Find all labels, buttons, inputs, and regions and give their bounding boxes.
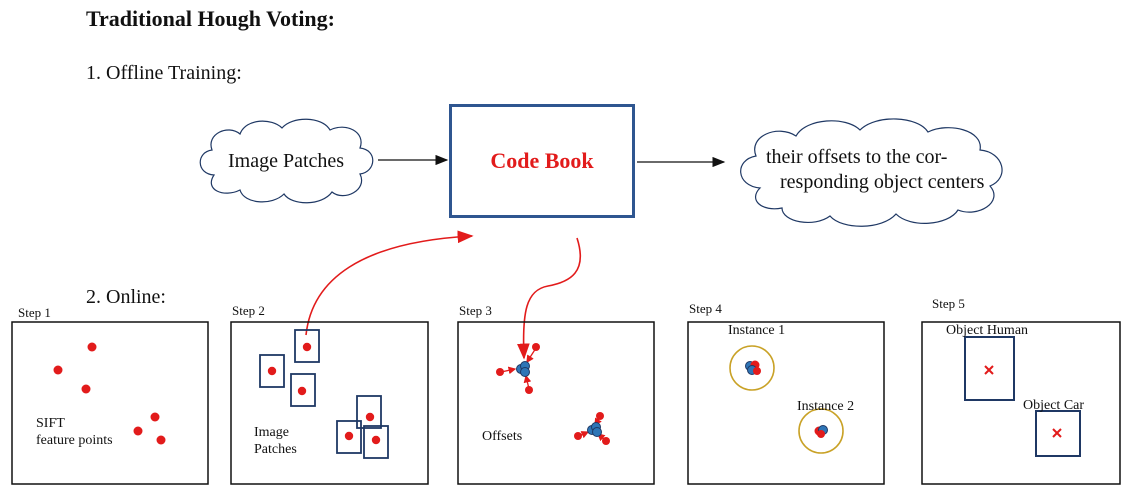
patch-box — [363, 425, 389, 459]
feature-point — [267, 366, 277, 376]
offset-cluster-2 — [574, 412, 610, 445]
feature-point — [365, 412, 375, 422]
cloud-right-line1: their offsets to the cor- — [766, 146, 948, 168]
feature-point — [133, 426, 143, 436]
feature-point — [150, 412, 160, 422]
object-human-label: Object Human — [946, 323, 1029, 338]
step2-text-line1: Image — [254, 425, 289, 440]
step1-frame — [11, 321, 209, 485]
step5-objects — [964, 336, 1081, 457]
offset-cluster-1 — [496, 343, 540, 394]
step3-text: Offsets — [482, 429, 523, 444]
step4-instances — [729, 345, 844, 454]
step4-frame — [687, 321, 885, 485]
step1-text-line2: feature points — [36, 433, 113, 448]
step5-frame — [921, 321, 1121, 485]
feature-point — [371, 435, 381, 445]
step3-label: Step 3 — [459, 303, 492, 318]
patch-box — [290, 373, 316, 407]
instance-1-circle — [729, 345, 775, 391]
step2-patches — [259, 329, 389, 459]
instance-2-circle — [798, 408, 844, 454]
arrow-codebook-to-step3 — [516, 237, 582, 360]
feature-point — [302, 342, 312, 352]
codebook-label: Code Book — [490, 148, 594, 173]
codebook-box: Code Book — [449, 104, 635, 218]
cloud-left — [199, 118, 374, 204]
step3-frame — [457, 321, 655, 485]
arrow-step2-to-codebook — [305, 230, 474, 336]
instance-2-label: Instance 2 — [797, 399, 855, 414]
step1-text-line1: SIFT — [36, 416, 65, 431]
object-car-label: Object Car — [1023, 398, 1085, 413]
step2-label: Step 2 — [232, 303, 265, 318]
step3-offsets — [496, 343, 610, 445]
step2-frame — [230, 321, 429, 485]
patch-box — [356, 395, 382, 429]
feature-point — [156, 435, 166, 445]
human-center-x-icon — [984, 365, 994, 375]
step1-feature-points — [53, 342, 166, 445]
section-online-heading: 2. Online: — [86, 286, 166, 308]
patch-box — [294, 329, 320, 363]
cloud-right — [740, 118, 1003, 227]
feature-point — [87, 342, 97, 352]
step5-label: Step 5 — [932, 296, 965, 311]
section-offline-heading: 1. Offline Training: — [86, 62, 242, 84]
feature-point — [297, 386, 307, 396]
feature-point — [344, 431, 354, 441]
diagram-title: Traditional Hough Voting: — [86, 6, 335, 31]
cloud-right-line2: responding object centers — [780, 171, 985, 193]
step2-text-line2: Patches — [254, 442, 297, 457]
feature-point — [53, 365, 63, 375]
car-center-x-icon — [1052, 428, 1062, 438]
object-car-box — [1035, 410, 1081, 457]
cloud-left-label: Image Patches — [228, 150, 345, 172]
patch-box — [259, 354, 285, 388]
instance-1-label: Instance 1 — [728, 323, 786, 338]
patch-box — [336, 420, 362, 454]
step1-label: Step 1 — [18, 305, 51, 320]
object-human-box — [964, 336, 1015, 401]
step4-label: Step 4 — [689, 301, 722, 316]
feature-point — [81, 384, 91, 394]
